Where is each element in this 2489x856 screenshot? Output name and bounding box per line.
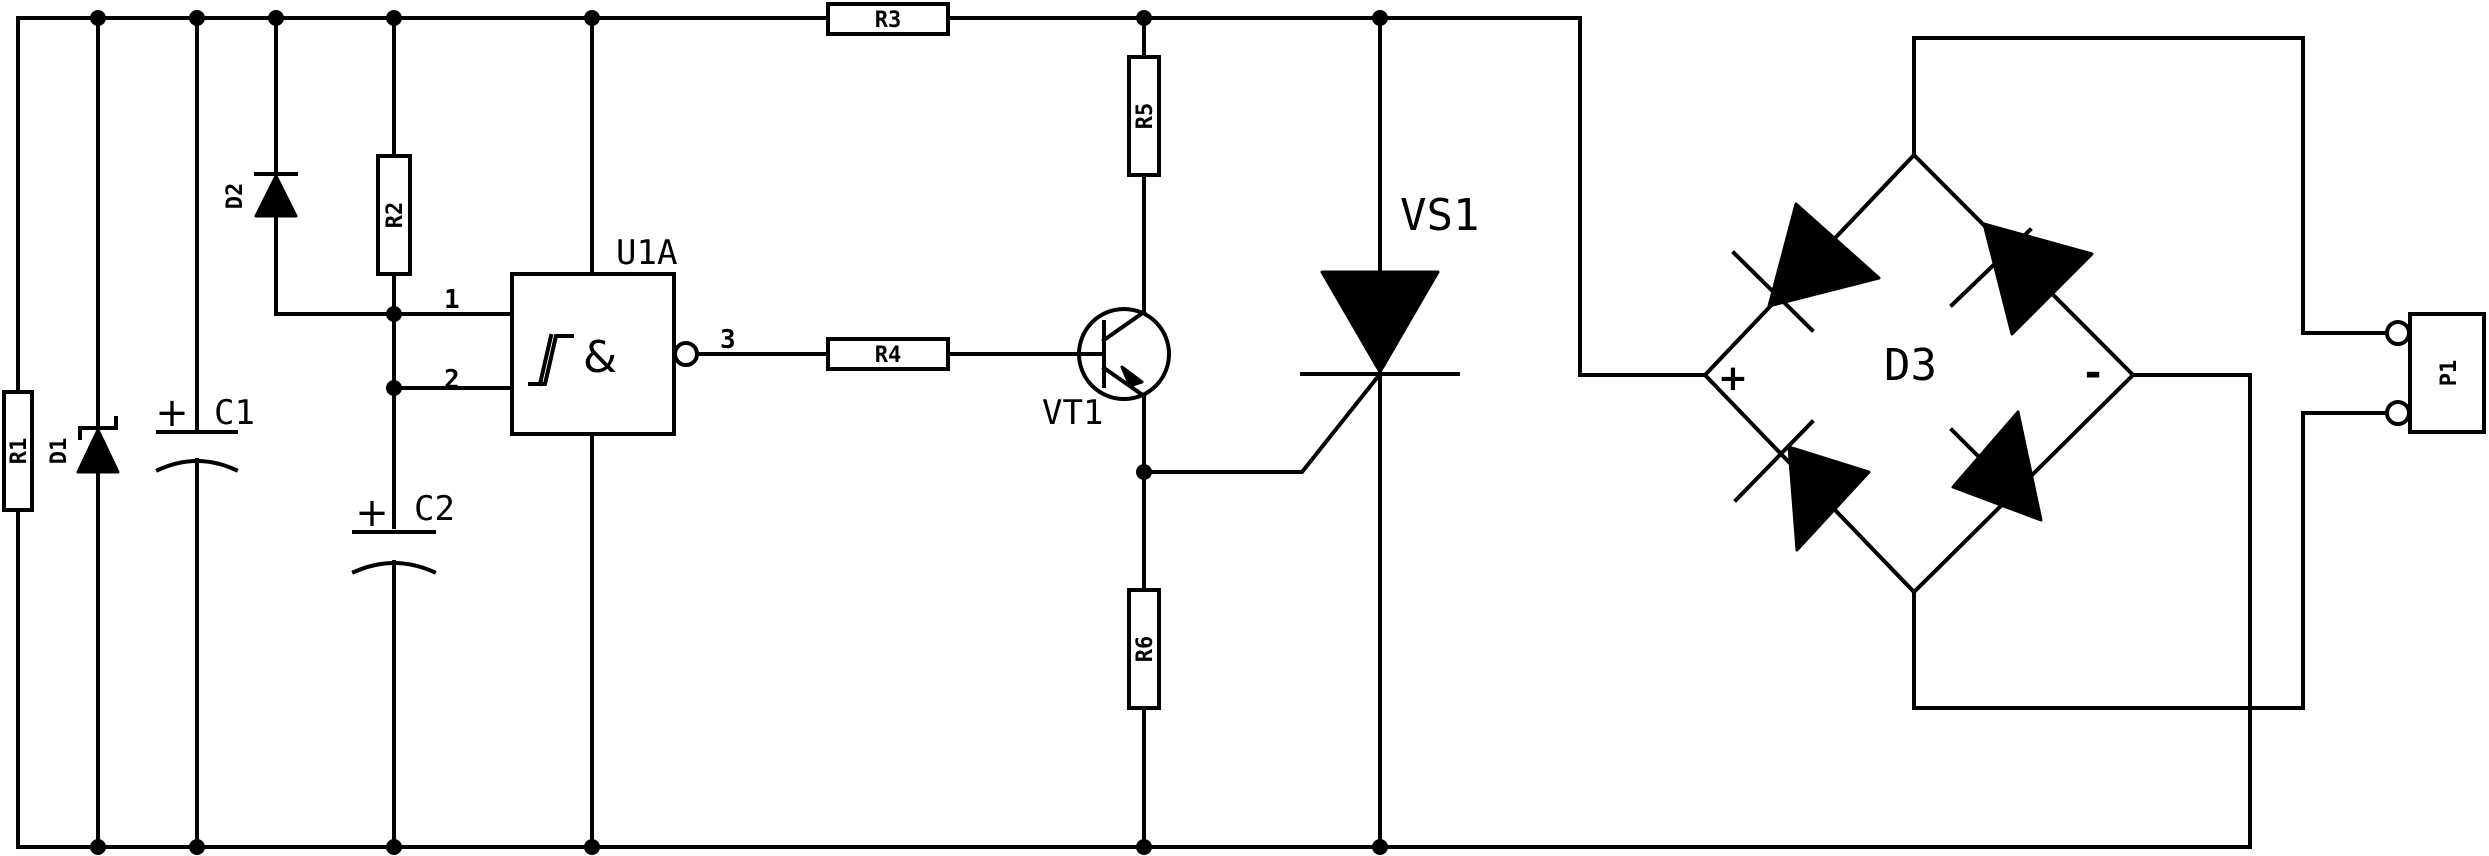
label-d3: D3 xyxy=(1884,340,1937,391)
label-r2: R2 xyxy=(383,202,408,229)
pin-1: 1 xyxy=(444,285,460,315)
capacitor-c2: + C2 xyxy=(351,386,514,849)
transistor-vt1: VT1 xyxy=(1042,307,1171,849)
u1a-output-bubble xyxy=(673,341,699,367)
label-vs1: VS1 xyxy=(1400,190,1479,241)
top-rail xyxy=(16,16,1707,377)
schmitt-trigger-icon xyxy=(528,333,574,387)
resistor-r5: R5 xyxy=(1127,16,1161,314)
zener-diode-d1: D1 xyxy=(47,16,120,849)
d3-minus: - xyxy=(2085,350,2102,396)
resistor-r2: R2 xyxy=(376,16,412,529)
label-d1: D1 xyxy=(47,438,72,465)
label-p1: P1 xyxy=(2437,360,2462,387)
label-c2: C2 xyxy=(414,489,455,529)
label-r6: R6 xyxy=(1133,636,1158,663)
d3-plus: + xyxy=(1718,358,1748,399)
bridge-rectifier-d3: + - D3 xyxy=(1702,36,2390,710)
resistor-r4: R4 xyxy=(695,337,1083,371)
label-vt1: VT1 xyxy=(1042,393,1103,433)
diode-d2: D2 xyxy=(223,16,514,316)
junction-dots xyxy=(90,10,1388,855)
c2-plus: + xyxy=(355,490,389,536)
connector-p1: P1 xyxy=(2385,312,2486,434)
capacitor-c1: + C1 xyxy=(155,16,255,849)
u1a-and-symbol: & xyxy=(583,332,617,383)
label-r5: R5 xyxy=(1133,103,1158,130)
label-r3: R3 xyxy=(875,8,902,33)
thyristor-vs1: VS1 xyxy=(1142,16,1479,849)
pin-2: 2 xyxy=(444,365,460,395)
resistor-r3: R3 xyxy=(826,2,950,36)
label-c1: C1 xyxy=(214,393,255,433)
resistor-r1: R1 xyxy=(2,16,34,849)
label-r4: R4 xyxy=(875,343,902,368)
c1-plus: + xyxy=(155,390,189,436)
label-r1: R1 xyxy=(7,438,32,465)
resistor-r6: R6 xyxy=(1127,588,1161,710)
label-d2: D2 xyxy=(223,183,248,210)
pin-3: 3 xyxy=(720,325,736,355)
gate-u1a: & U1A 1 2 3 xyxy=(444,16,736,849)
label-u1a: U1A xyxy=(616,233,677,273)
